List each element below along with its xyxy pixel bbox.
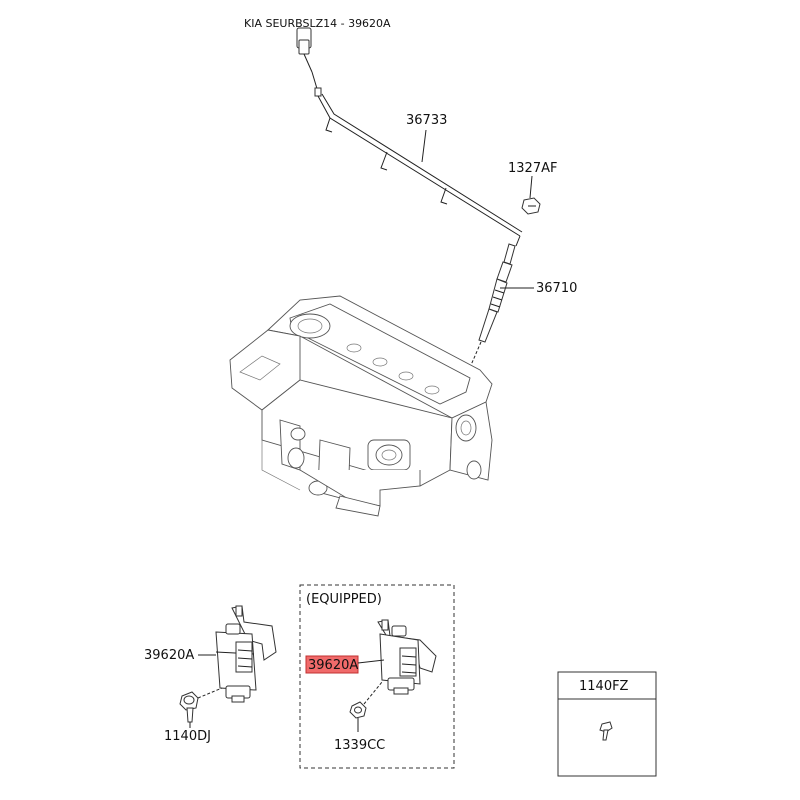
nut-install-line-right (363, 681, 383, 705)
label-39620a-left[interactable]: 39620A (144, 648, 194, 663)
leader-36733 (421, 129, 427, 163)
leader-1327af (529, 175, 533, 199)
equipped-note: (EQUIPPED) (306, 592, 382, 607)
screw-1140fz-icon (599, 721, 613, 741)
diagram-title: KIA SEURBSLZ14 - 39620A (244, 17, 391, 30)
label-39620a-right[interactable]: 39620A (308, 658, 358, 673)
label-1140dj[interactable]: 1140DJ (164, 729, 211, 744)
solenoid-module-left[interactable] (215, 605, 277, 703)
label-36733[interactable]: 36733 (406, 113, 447, 128)
bolt-install-line-left (197, 687, 223, 699)
label-36710[interactable]: 36710 (536, 281, 577, 296)
bolt-1140dj[interactable] (179, 691, 199, 723)
label-1140fz[interactable]: 1140FZ (579, 679, 629, 694)
nut-1339cc[interactable] (349, 701, 367, 719)
label-1327af[interactable]: 1327AF (508, 161, 557, 176)
equipped-option-box (299, 584, 455, 769)
highlight-39620a-box (305, 655, 359, 674)
screw-parts-box[interactable] (557, 671, 657, 777)
leader-39620a-right (357, 659, 385, 664)
solenoid-module-right[interactable] (377, 619, 437, 695)
glow-plug-36710[interactable] (478, 243, 516, 343)
glow-plug-harness[interactable] (296, 27, 523, 247)
label-1339cc[interactable]: 1339CC (334, 738, 385, 753)
nut-1327af[interactable] (521, 197, 541, 215)
engine-cylinder-head (229, 295, 493, 517)
